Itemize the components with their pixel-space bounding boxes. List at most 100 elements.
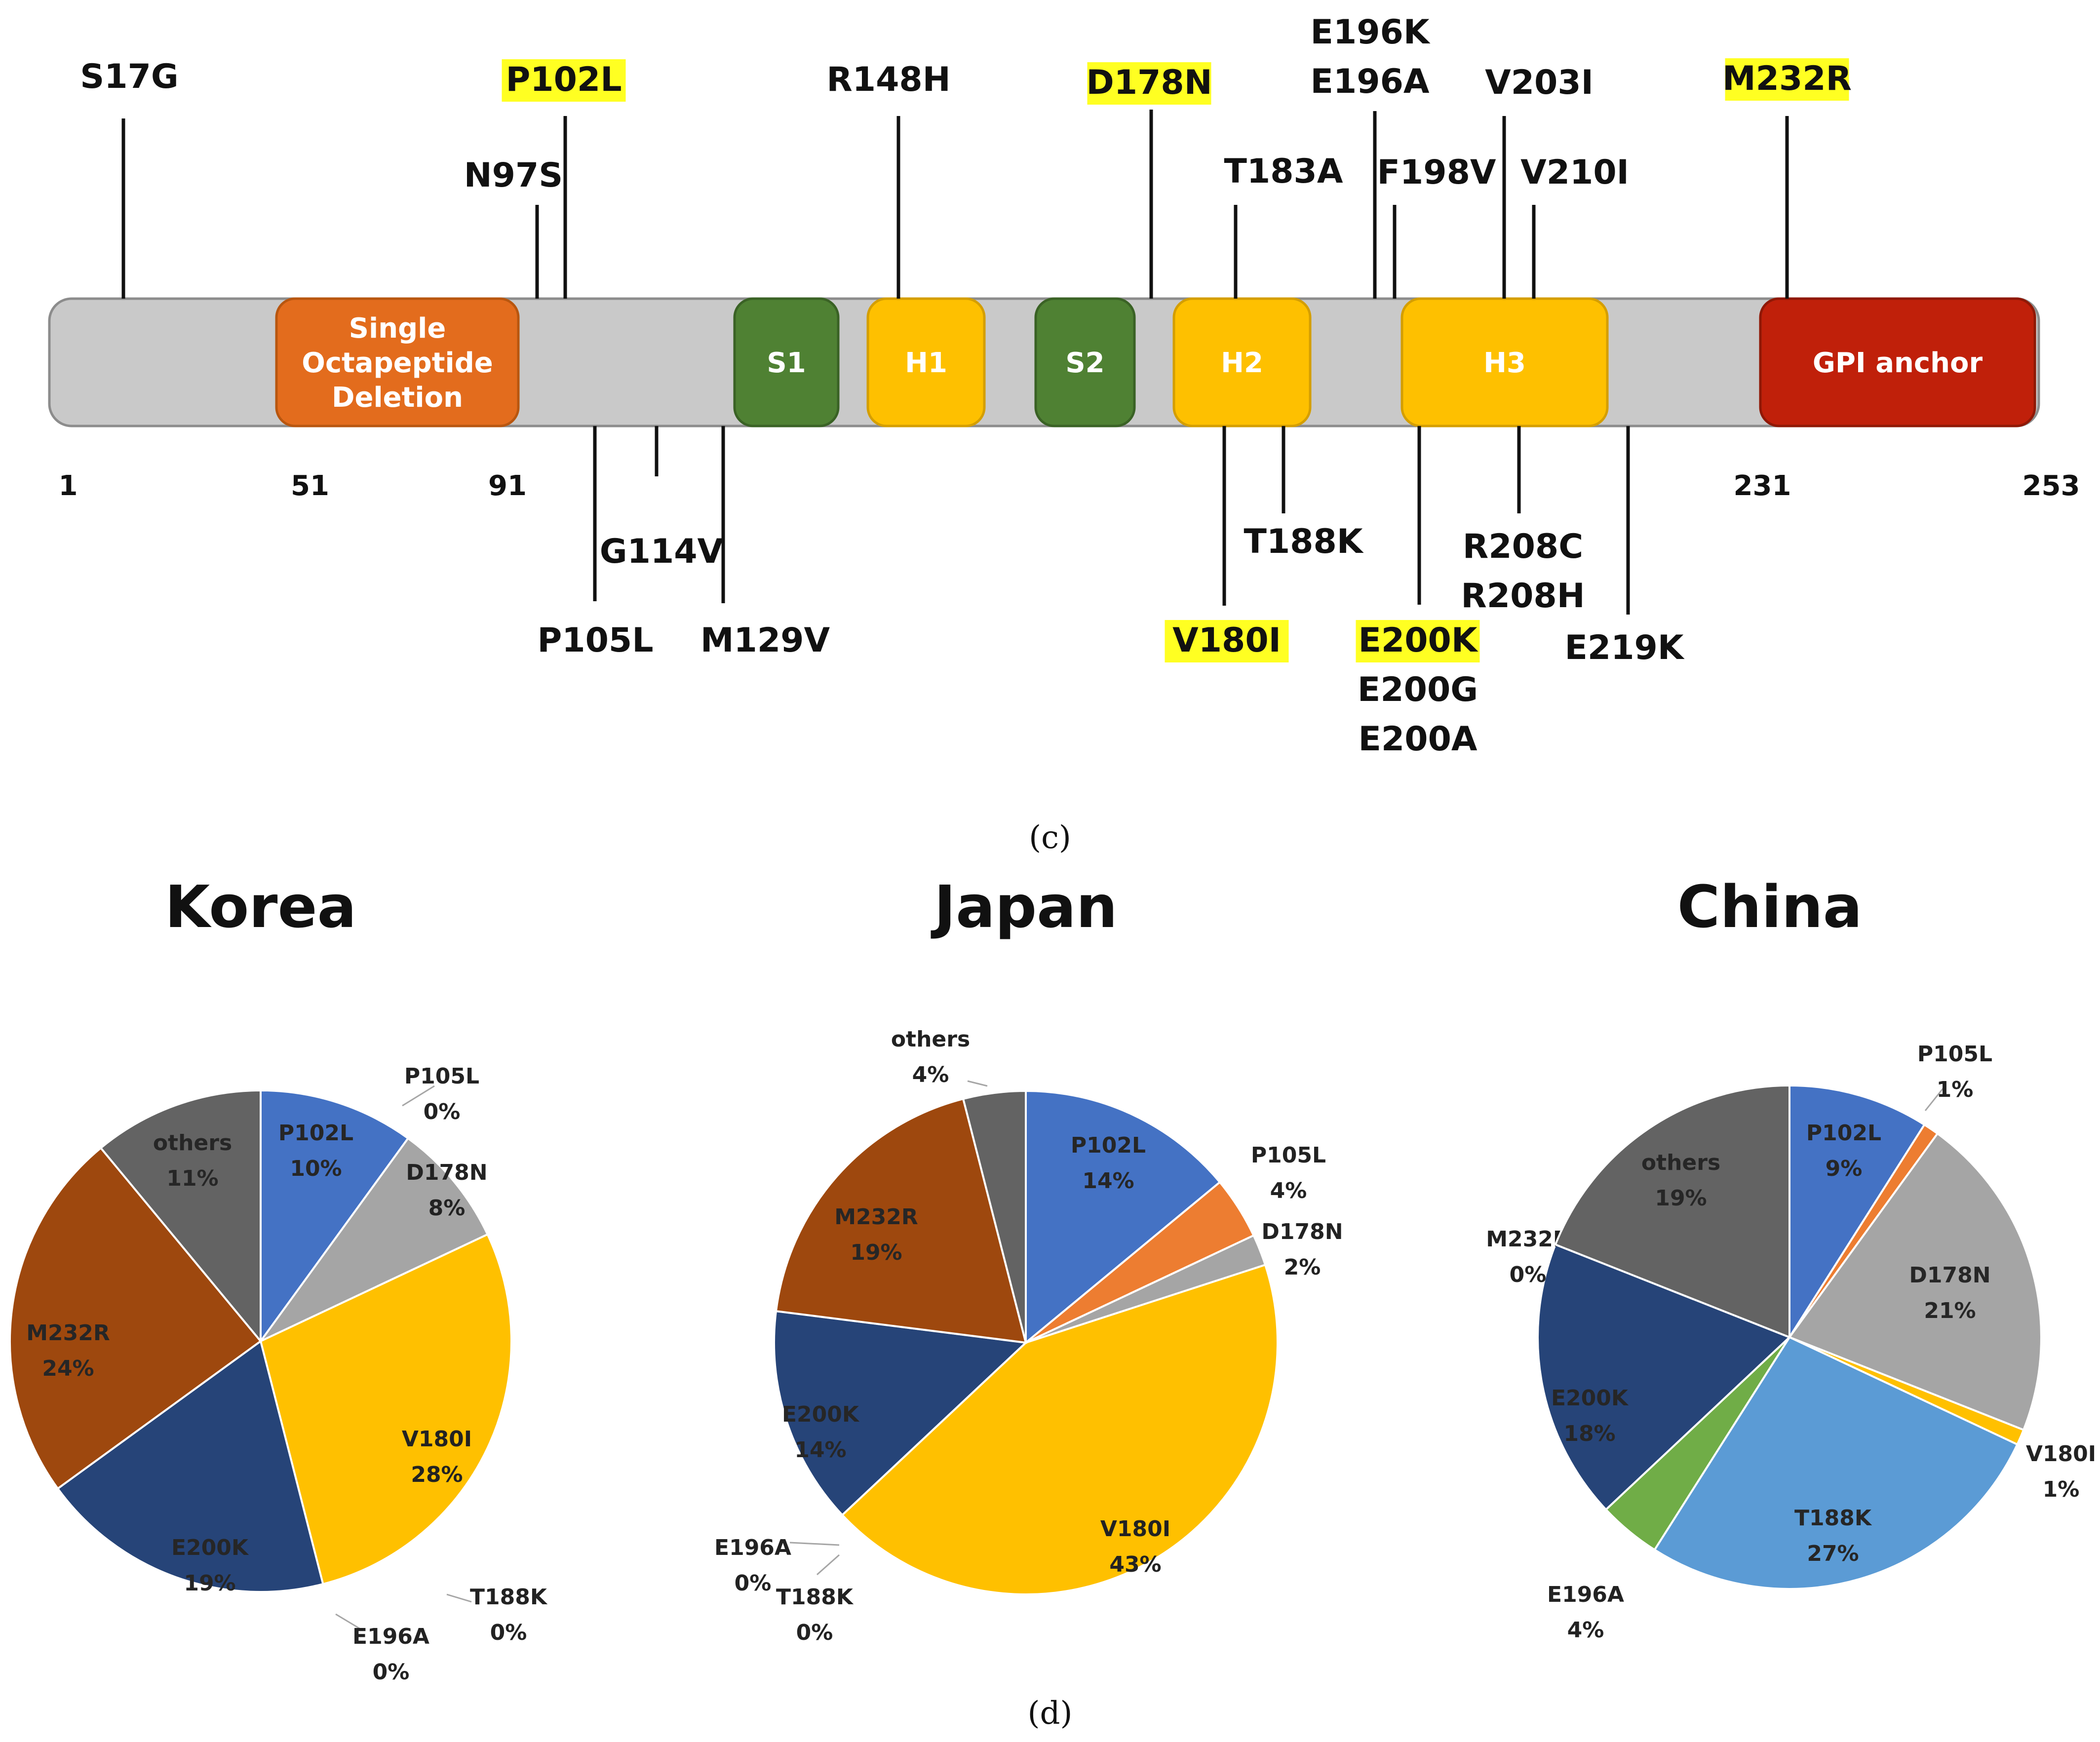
slice-value-p105l: 0% (424, 1099, 461, 1124)
leader-line (1924, 1085, 1946, 1111)
slice-label-e200k: E200K (1551, 1386, 1629, 1411)
chart-title: China (1677, 873, 1863, 941)
slice-label-p102l: P102L (1071, 1133, 1146, 1158)
slice-value-e200k: 14% (794, 1437, 846, 1463)
mutation-g114v: G114V (600, 426, 724, 571)
highlight-box (502, 59, 626, 102)
slice-label-p102l: P102L (278, 1121, 353, 1146)
domain-s2: S2 (1034, 297, 1136, 427)
leader-line (967, 1080, 988, 1087)
slice-label-p105l: P105L (404, 1064, 479, 1089)
slice-value-p102l: 14% (1082, 1168, 1134, 1194)
mutation-label: S17G (80, 57, 178, 96)
pie-slice-others (1554, 1084, 1790, 1339)
domain-box (275, 297, 520, 427)
slice-label-e196a: E196A (352, 1624, 429, 1649)
pie-slice-e200k (56, 1339, 324, 1593)
slice-label-v180i: V180I (402, 1427, 472, 1452)
domain-s1: S1 (733, 297, 840, 427)
mutation-label: R148H (826, 60, 950, 99)
position-label-253: 253 (2022, 470, 2080, 502)
slice-label-v180i: V180I (1100, 1516, 1170, 1542)
mutation-label: E196A (1310, 62, 1429, 101)
slice-label-e200k: E200K (171, 1535, 249, 1560)
mutation-v210i: V210I (1520, 153, 1629, 299)
slice-value-others: 4% (912, 1062, 949, 1087)
chart-title: Japan (931, 873, 1118, 941)
domain-label: S2 (1065, 347, 1104, 379)
slice-value-v180i: 1% (2043, 1477, 2080, 1502)
mutation-label: V180I (1172, 621, 1281, 660)
pie-slice-others (99, 1089, 262, 1344)
panel-label-d: (d) (1028, 1695, 1073, 1732)
slice-value-p105l: 1% (1937, 1077, 1974, 1102)
position-label-1: 1 (59, 470, 78, 502)
domain-label: GPI anchor (1813, 347, 1983, 379)
mutation-label: R208H (1461, 577, 1585, 616)
mutation-s17g: S17G (80, 57, 179, 299)
slice-value-d178n: 21% (1924, 1298, 1976, 1323)
mutation-d178n: D178N (1086, 62, 1212, 299)
leader-line (446, 1593, 472, 1603)
mutation-label: E200G (1358, 670, 1478, 709)
slice-label-e196a: E196A (1547, 1582, 1624, 1607)
domain-h1: H1 (866, 297, 986, 427)
mutation-label: P105L (537, 621, 653, 660)
highlight-box (1356, 620, 1480, 662)
slice-label-e200k: E200K (782, 1402, 860, 1427)
mutation-f198v: F198V (1377, 153, 1496, 299)
mutation-label: M129V (700, 621, 830, 660)
slice-label-d178n: D178N (1909, 1263, 1990, 1288)
domain-label: H1 (905, 347, 947, 379)
mutation-label: E219K (1564, 628, 1684, 667)
leader-line (335, 1613, 361, 1630)
slice-label-t188k: T188K (1794, 1506, 1872, 1531)
pie-slice-e200k (773, 1310, 1028, 1516)
domain-label: H2 (1221, 347, 1263, 379)
domain-box (733, 297, 840, 427)
slice-value-m232r: 19% (850, 1240, 902, 1265)
domain-h2: H2 (1172, 297, 1312, 427)
slice-label-d178n: D178N (406, 1160, 487, 1185)
pie-slice-v180i (841, 1263, 1279, 1595)
slice-label-p105l: P105L (1917, 1042, 1992, 1067)
highlight-box (1087, 62, 1211, 105)
pie-slice-t188k (1653, 1336, 2019, 1590)
domain-label: Single (349, 312, 446, 345)
pie-slice-d178n (260, 1137, 489, 1342)
pie-slice-m232r (9, 1146, 262, 1490)
mutation-label: T188K (1244, 522, 1363, 561)
pie-slice-p102l (1025, 1089, 1221, 1345)
mutation-label: V210I (1520, 153, 1629, 192)
slice-value-e196a: 4% (1567, 1618, 1604, 1643)
mutation-label: V203I (1485, 63, 1594, 102)
position-label-231: 231 (1734, 470, 1791, 502)
chart-title: Korea (165, 873, 356, 941)
domain-box (1759, 297, 2036, 427)
mutation-label: T183A (1224, 152, 1343, 191)
leader-line (402, 1085, 435, 1107)
slice-label-others: others (891, 1027, 970, 1052)
domain-label: S1 (767, 347, 806, 379)
slice-value-v180i: 28% (411, 1462, 463, 1487)
slice-value-d178n: 8% (428, 1196, 466, 1221)
slice-label-d178n: D178N (1261, 1219, 1343, 1244)
domain-gpi-anchor: GPI anchor (1759, 297, 2036, 427)
domain-box (1034, 297, 1136, 427)
pie-chart-korea: KoreaP102L10%P105L0%D178N8%V180I28%T188K… (9, 873, 548, 1685)
slice-label-t188k: T188K (776, 1585, 854, 1610)
mutation-label: M232R (1722, 59, 1852, 98)
mutation-label: G114V (600, 532, 724, 571)
domain-h3: H3 (1400, 297, 1609, 427)
leader-line (789, 1542, 840, 1546)
mutation-m129v: M129V (700, 426, 830, 660)
slice-label-m232r: M232R (834, 1204, 918, 1230)
highlight-box (1725, 58, 1849, 101)
slice-value-e196a: 0% (735, 1571, 772, 1596)
position-label-51: 51 (291, 470, 329, 502)
pie-slice-e200k (1537, 1243, 1791, 1511)
